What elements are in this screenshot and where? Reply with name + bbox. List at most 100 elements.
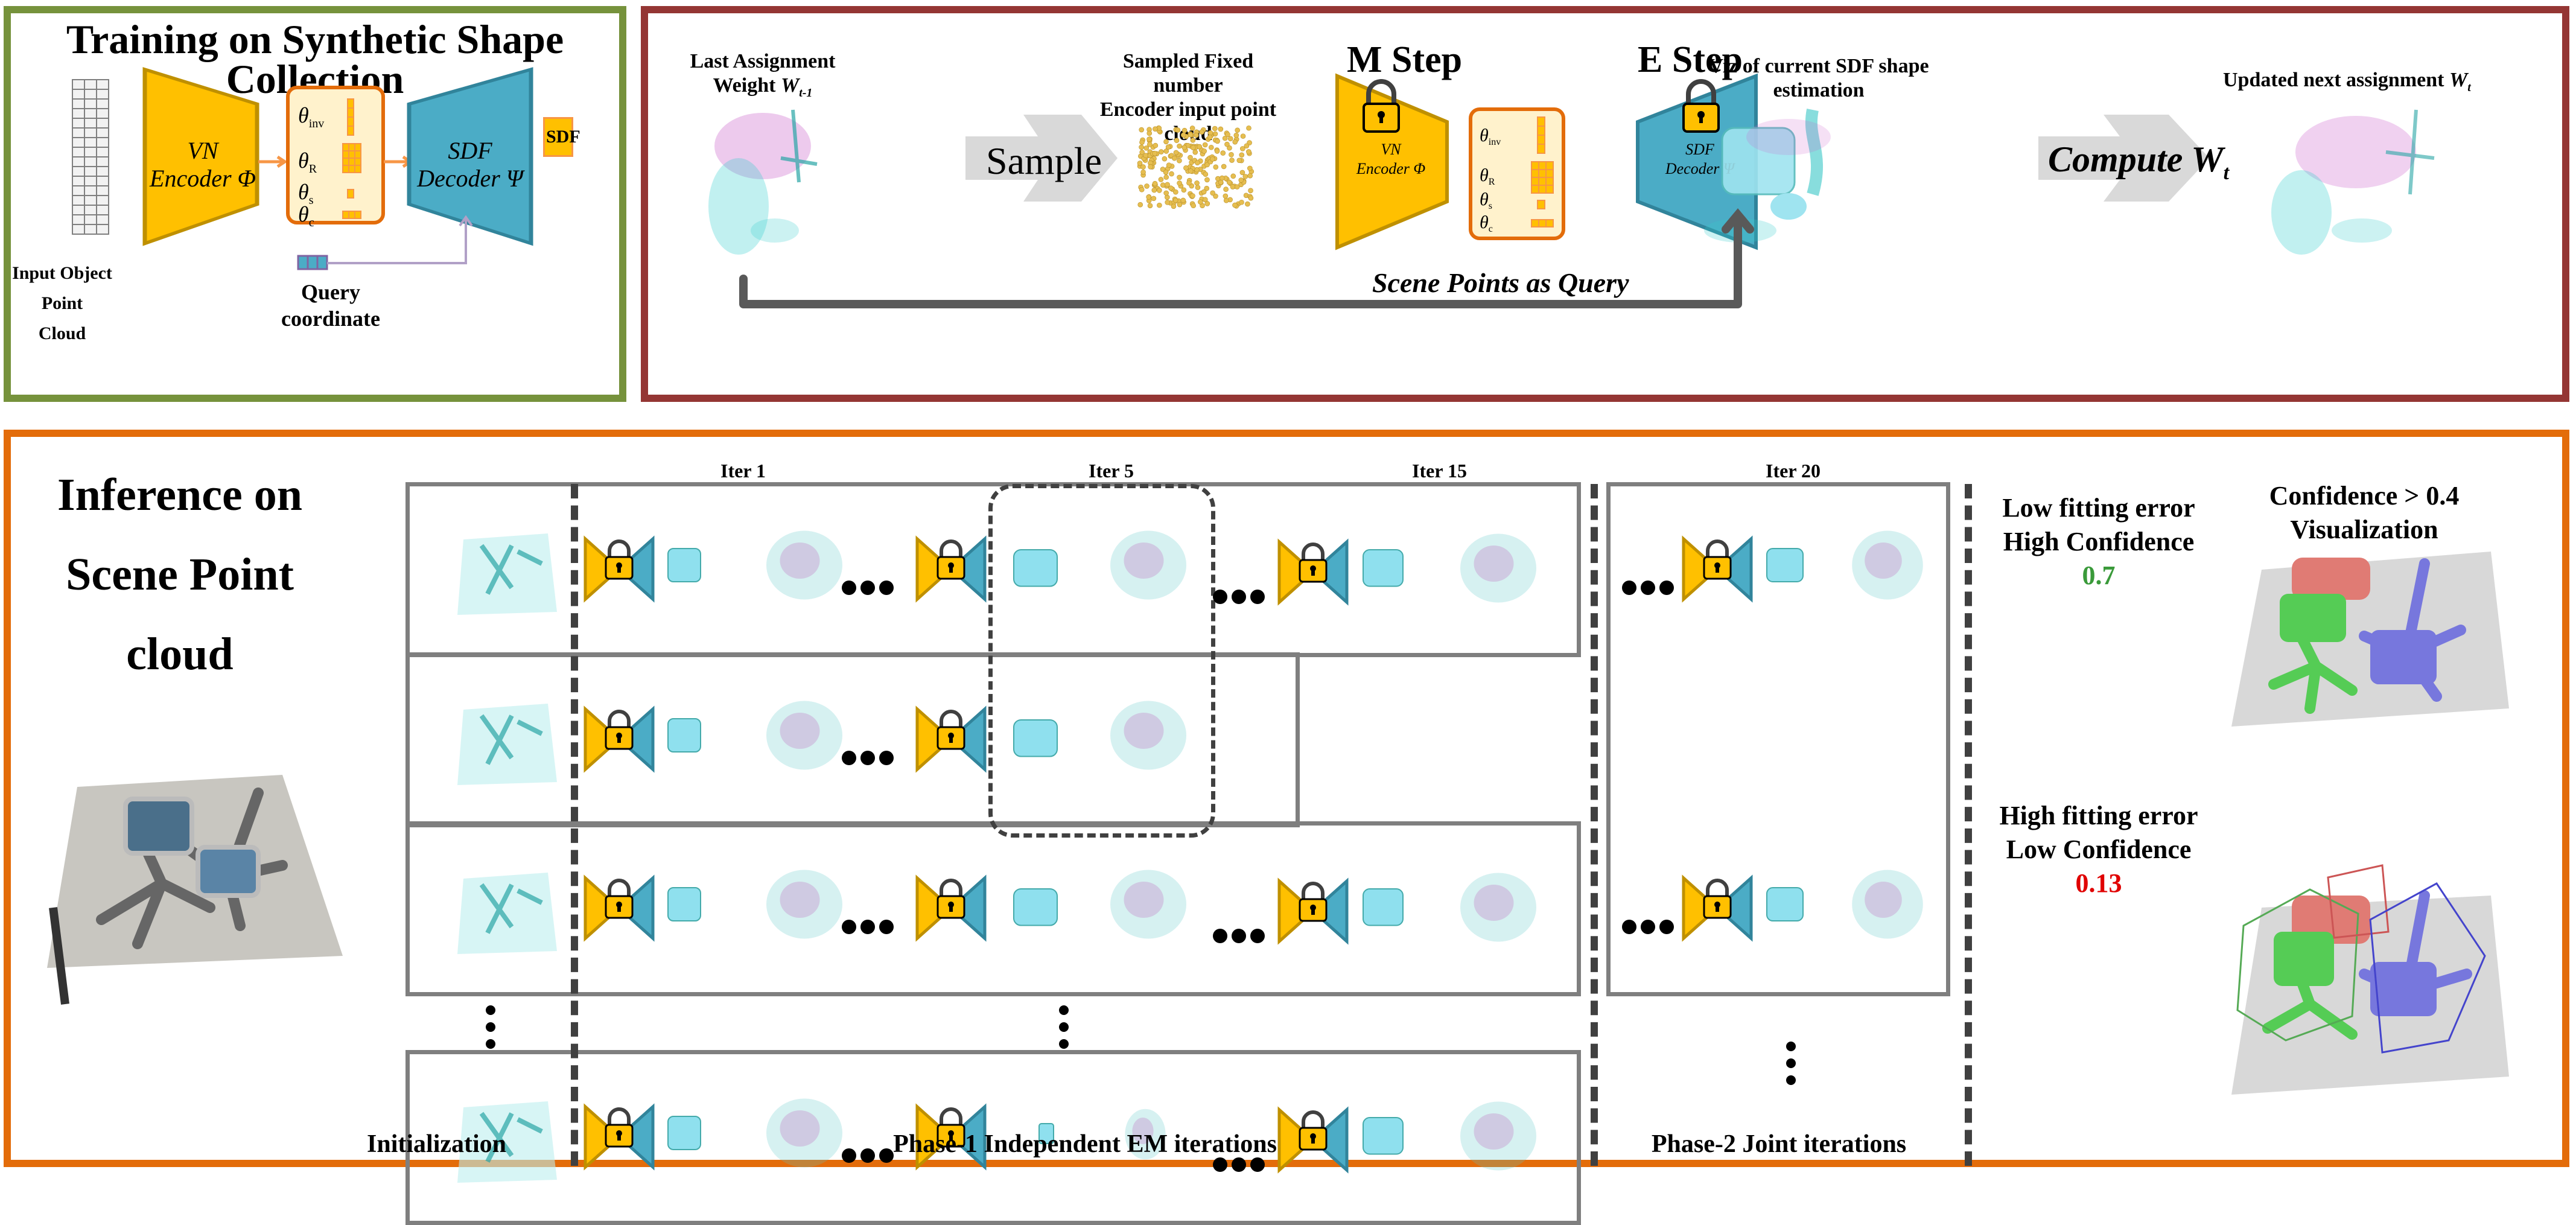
phase1-label: Phase-1 Independent EM iterations bbox=[893, 1130, 1277, 1158]
sampled-point bbox=[1189, 126, 1195, 131]
encoder-line2: Encoder Φ bbox=[1356, 160, 1426, 177]
sampled-point bbox=[1240, 133, 1246, 139]
point-cell bbox=[96, 205, 109, 215]
point-cell bbox=[84, 137, 97, 148]
theta-r-label: θR bbox=[298, 148, 317, 176]
high-confidence-annotation: Low fitting error High Confidence 0.7 bbox=[1972, 491, 2225, 593]
sampled-point bbox=[1162, 156, 1168, 162]
low-confidence-render bbox=[2231, 864, 2509, 1095]
training-title: Training on Synthetic Shape Collection bbox=[11, 16, 619, 100]
svg-text:θs: θs bbox=[1480, 189, 1492, 211]
ellipsis-icon bbox=[842, 751, 894, 765]
ellipsis-icon bbox=[1213, 1157, 1265, 1172]
ellipsis-icon bbox=[1622, 920, 1674, 934]
sampled-point bbox=[1140, 169, 1146, 175]
point-cell bbox=[72, 214, 85, 225]
point-cell bbox=[72, 98, 85, 109]
frozen-encoder-decoder-icon bbox=[1682, 874, 1753, 942]
init-separator bbox=[571, 484, 578, 1166]
sampled-point bbox=[1247, 165, 1253, 171]
frozen-encoder-decoder-icon bbox=[1277, 877, 1349, 945]
sampled-point bbox=[1207, 130, 1213, 136]
point-cell bbox=[72, 195, 85, 206]
sampled-point bbox=[1151, 187, 1157, 193]
sampled-point bbox=[1245, 201, 1250, 207]
sampled-point bbox=[1201, 189, 1207, 195]
sampled-line2: Encoder input point cloud bbox=[1099, 98, 1277, 145]
sdf-output-label: SDF bbox=[546, 127, 580, 147]
sdf-shape-render bbox=[1363, 1117, 1404, 1155]
sampled-point bbox=[1188, 168, 1194, 174]
sampled-point bbox=[1171, 155, 1177, 161]
point-cell bbox=[96, 79, 109, 90]
frozen-encoder-decoder-icon bbox=[584, 874, 655, 942]
query-coordinate-label: Query coordinate bbox=[270, 279, 391, 332]
sampled-point bbox=[1153, 126, 1158, 132]
iter-5-label: Iter 5 bbox=[1089, 460, 1134, 482]
sampled-point bbox=[1171, 203, 1177, 209]
sampled-point bbox=[1165, 182, 1170, 188]
point-cell bbox=[84, 195, 97, 206]
confidence-viz-title: Confidence > 0.4 Visualization bbox=[2207, 479, 2521, 547]
point-cell bbox=[84, 214, 97, 225]
latent-cells-icon bbox=[342, 98, 361, 219]
sdf-shape-render bbox=[667, 718, 701, 752]
sampled-point bbox=[1163, 148, 1169, 154]
last-assignment-line2: Weight bbox=[713, 74, 781, 97]
sampled-point bbox=[1139, 149, 1145, 155]
frozen-encoder-decoder-icon bbox=[584, 1103, 655, 1171]
point-cell bbox=[84, 224, 97, 235]
sampled-point bbox=[1194, 132, 1199, 138]
vn-encoder-block bbox=[142, 67, 259, 246]
point-cloud-render bbox=[766, 870, 842, 939]
training-title-line1: Training on Synthetic Shape bbox=[66, 16, 564, 62]
sampled-point bbox=[1147, 142, 1153, 147]
compute-var: W bbox=[2191, 139, 2224, 179]
viz-title-line1: Confidence > 0.4 bbox=[2269, 481, 2460, 511]
sampled-point bbox=[1191, 203, 1197, 209]
sampled-point bbox=[1244, 143, 1250, 149]
more-rows-dots-icon bbox=[1786, 1042, 1796, 1085]
point-cell bbox=[84, 176, 97, 186]
inference-title-line3: cloud bbox=[126, 629, 234, 679]
m-step-label: M Step bbox=[1347, 39, 1463, 80]
latent-code-box bbox=[286, 86, 385, 224]
sampled-point bbox=[1146, 136, 1152, 142]
sampled-point bbox=[1181, 187, 1187, 193]
sampled-point bbox=[1227, 136, 1233, 142]
point-cell bbox=[96, 185, 109, 196]
sampled-point bbox=[1186, 180, 1192, 186]
point-cell bbox=[72, 185, 85, 196]
encoder-line1: VN bbox=[1381, 141, 1401, 158]
e-step-decoder-block bbox=[1636, 73, 1758, 250]
decoder-line1: SDF bbox=[448, 137, 492, 164]
sampled-point bbox=[1173, 189, 1178, 195]
sampled-point bbox=[1232, 139, 1238, 145]
sampled-point bbox=[1159, 149, 1164, 154]
theta-symbol: θ bbox=[298, 103, 309, 127]
updated-assignment-point-cloud bbox=[2271, 109, 2435, 255]
more-rows-dots-icon bbox=[486, 1005, 495, 1049]
high-confidence-render bbox=[2231, 552, 2509, 727]
sdf-shape-render bbox=[1013, 888, 1058, 926]
sampled-point bbox=[1152, 150, 1157, 156]
ellipsis-icon bbox=[842, 581, 894, 595]
input-line1: Input Object Point bbox=[12, 263, 112, 313]
initialization-label: Initialization bbox=[367, 1130, 507, 1158]
sdf-shape-render bbox=[667, 1116, 701, 1150]
point-cloud-render bbox=[1460, 533, 1536, 603]
sdf-decoder-block bbox=[407, 67, 533, 246]
sampled-point bbox=[1229, 152, 1234, 158]
point-cell bbox=[72, 224, 85, 235]
sampled-point bbox=[1160, 182, 1166, 188]
sampled-point bbox=[1157, 188, 1162, 193]
sampled-point bbox=[1215, 138, 1220, 144]
sampled-point bbox=[1168, 185, 1174, 191]
sdf-shape-estimation-render bbox=[1704, 109, 1831, 243]
sdf-shape-render bbox=[1363, 549, 1404, 587]
sdf-output-box: SDF bbox=[543, 117, 580, 157]
input-object-label: Input Object Point Cloud bbox=[11, 258, 113, 349]
frozen-encoder-decoder-icon bbox=[915, 535, 987, 603]
point-cell bbox=[72, 176, 85, 186]
sampled-point bbox=[1236, 158, 1242, 164]
